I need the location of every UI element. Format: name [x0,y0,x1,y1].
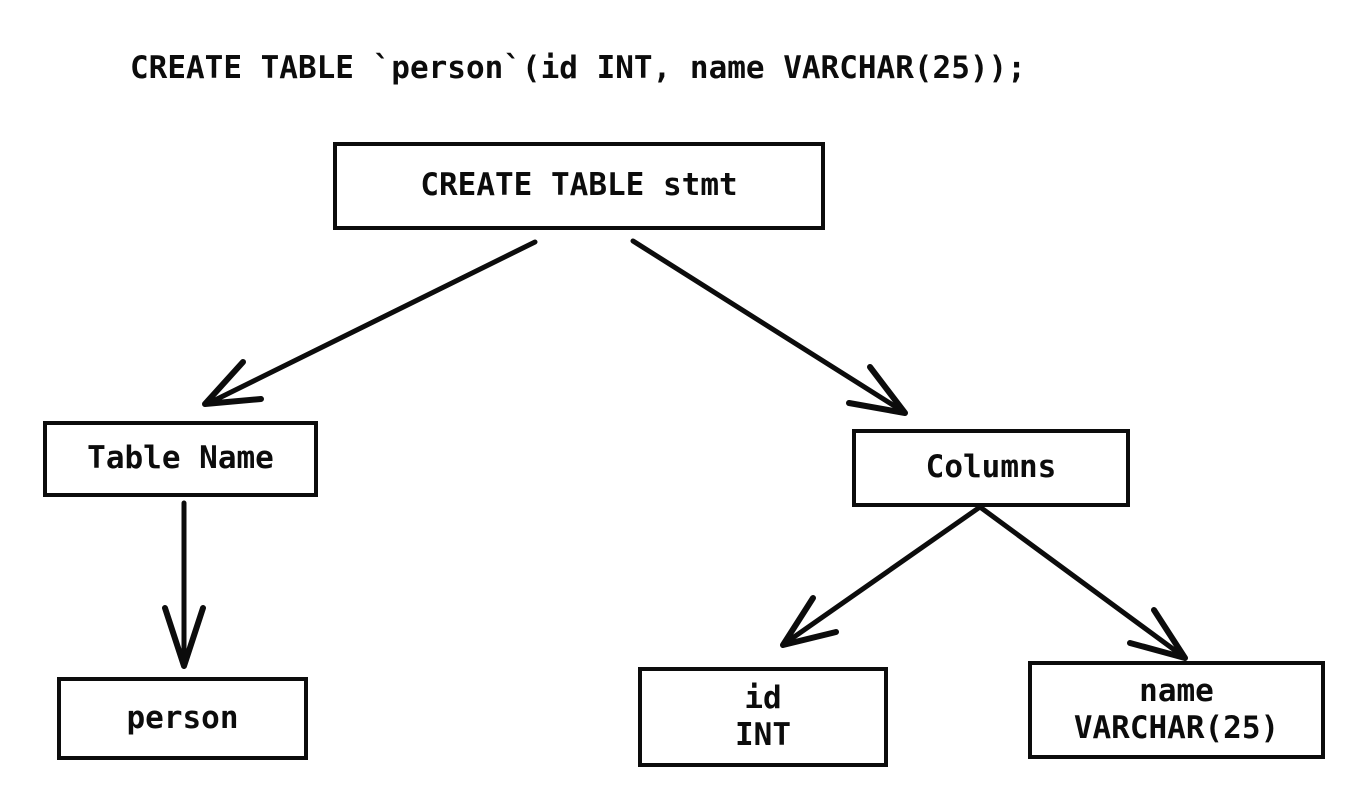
edge-table-name-to-person [162,500,206,669]
node-name-varchar: name VARCHAR(25) [1028,661,1325,759]
node-create-table-stmt-label: CREATE TABLE stmt [420,167,738,204]
node-columns: Columns [852,429,1130,507]
node-table-name: Table Name [43,421,318,497]
node-id-int-line2: INT [735,717,791,753]
edge-columns-to-id [780,504,983,648]
node-columns-label: Columns [925,449,1057,486]
node-name-varchar-line2: VARCHAR(25) [1073,710,1280,746]
edge-root-to-columns [630,238,908,416]
node-person: person [57,677,308,760]
node-id-int-line1: id [744,679,782,716]
node-name-varchar-line1: name [1139,672,1214,709]
edge-columns-to-name [977,504,1188,661]
node-person-label: person [126,699,239,736]
node-id-int: id INT [638,667,888,767]
sql-statement-text: CREATE TABLE `person`(id INT, name VARCH… [130,50,1026,86]
edge-root-to-table-name [202,239,538,407]
node-table-name-label: Table Name [87,440,274,477]
node-create-table-stmt: CREATE TABLE stmt [333,142,825,230]
